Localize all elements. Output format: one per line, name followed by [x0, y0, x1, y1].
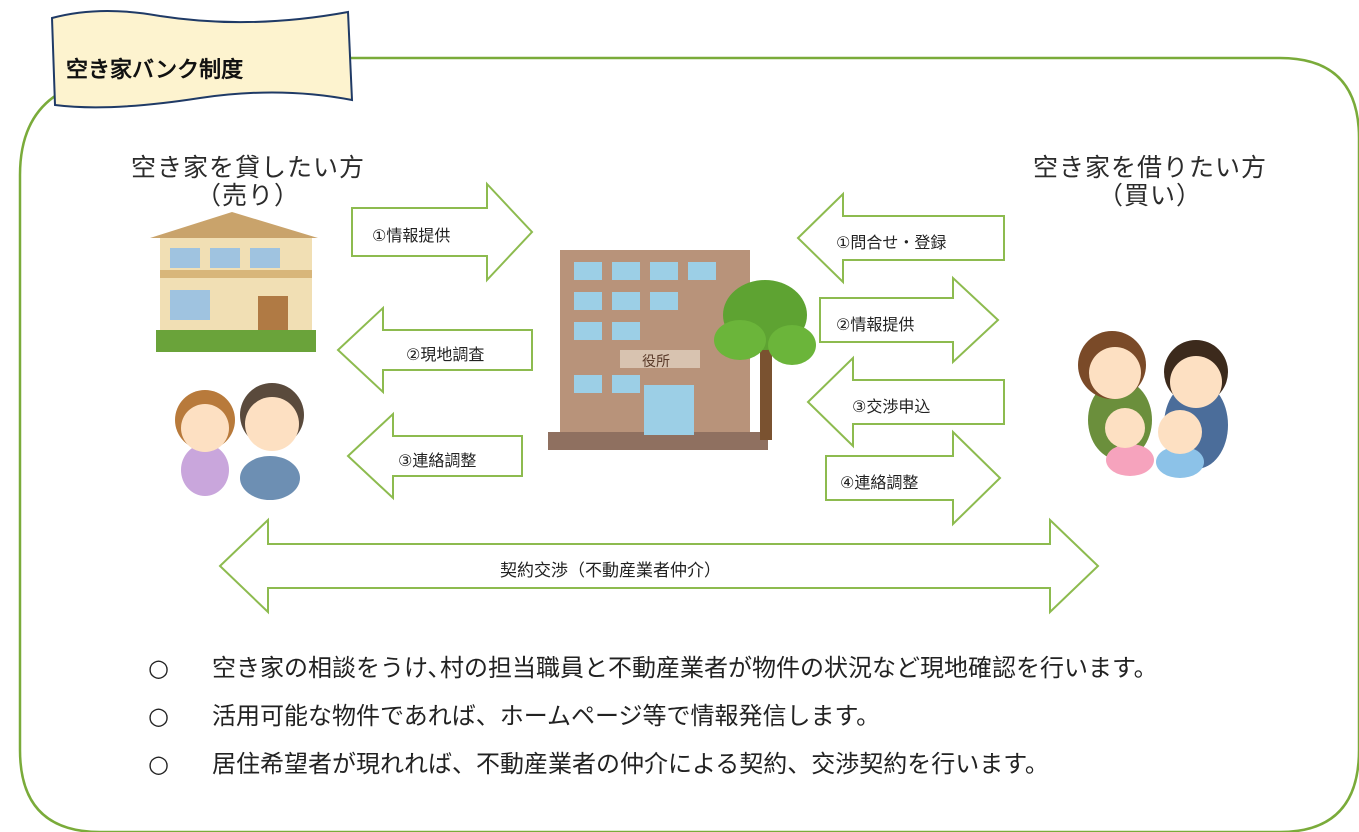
city-hall-sign: 役所 — [642, 354, 670, 370]
arrow-right-1-label: ①問合せ・登録 — [836, 233, 947, 252]
arrow-left-3-shape — [346, 411, 523, 501]
contract-arrow-label: 契約交渉（不動産業者仲介） — [500, 561, 721, 581]
bullet-text: 活用可能な物件であれば、ホームページ等で情報発信します。 — [212, 702, 881, 730]
arrow-right-4-shape — [825, 429, 1002, 527]
bullet-item: ○ 空き家の相談をうけ､村の担当職員と不動産業者が物件の状況など現地確認を行います… — [148, 648, 1158, 683]
left-party-heading: 空き家を貸したい方 — [130, 153, 365, 182]
right-party-heading: 空き家を借りたい方 — [1032, 153, 1267, 182]
bullet-item: ○ 活用可能な物件であれば、ホームページ等で情報発信します。 — [148, 696, 880, 731]
seeker-family-illustration — [1078, 331, 1228, 478]
arrow-right-3-shape — [806, 355, 1005, 449]
house-illustration — [150, 212, 318, 352]
bullet-mark: ○ — [148, 654, 169, 682]
city-hall-illustration — [548, 250, 816, 450]
arrow-left-1-label: ①情報提供 — [372, 226, 451, 245]
bullet-mark: ○ — [148, 750, 169, 778]
arrow-right-4-label: ④連絡調整 — [840, 473, 919, 492]
arrow-right-1-shape — [796, 191, 1005, 285]
arrow-left-2-label: ②現地調査 — [406, 345, 485, 364]
owner-couple-illustration — [175, 383, 304, 500]
arrow-right-2-label: ②情報提供 — [836, 315, 915, 334]
title-banner — [50, 9, 354, 109]
contract-arrow-shape — [218, 517, 1100, 615]
arrow-right-3-label: ③交渉申込 — [852, 397, 931, 416]
arrow-left-2-shape — [336, 305, 533, 395]
page-title: 空き家バンク制度 — [66, 58, 244, 83]
bullet-text: 居住希望者が現れれば、不動産業者の仲介による契約、交渉契約を行います。 — [212, 750, 1049, 778]
frame-border — [18, 56, 1359, 832]
left-party-subheading: （売り） — [195, 181, 300, 210]
bullet-mark: ○ — [148, 702, 169, 730]
arrow-right-2-shape — [819, 275, 1000, 365]
arrow-left-1-shape — [351, 181, 534, 283]
bullet-text: 空き家の相談をうけ､村の担当職員と不動産業者が物件の状況など現地確認を行います。 — [212, 654, 1158, 682]
arrow-left-3-label: ③連絡調整 — [398, 451, 477, 470]
right-party-subheading: （買い） — [1097, 181, 1202, 210]
bullet-item: ○ 居住希望者が現れれば、不動産業者の仲介による契約、交渉契約を行います。 — [148, 744, 1049, 779]
